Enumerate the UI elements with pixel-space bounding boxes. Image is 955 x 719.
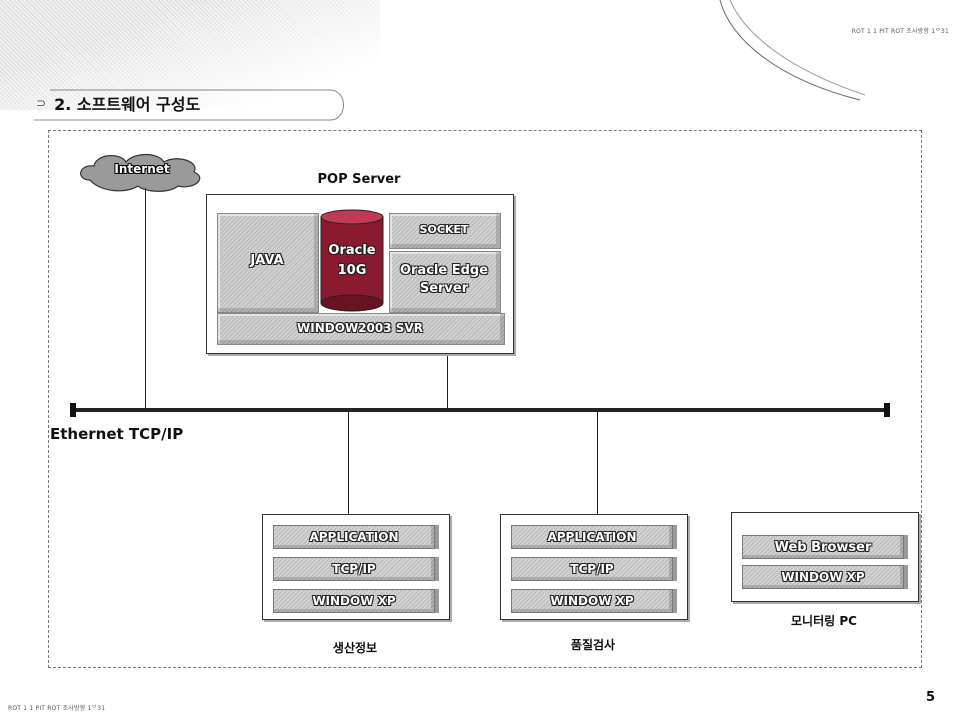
bullet-icon: ⊃ — [36, 96, 47, 110]
footer-tag: ROT 1 1 PIT ROT 조사방향 1ᄋ31 — [8, 705, 106, 712]
slide-title-text: 2. 소프트웨어 구성도 — [54, 95, 201, 114]
socket-label: SOCKET — [419, 223, 469, 236]
os-label: WINDOW2003 SVR — [297, 321, 423, 335]
ethernet-backbone — [72, 408, 890, 412]
oracle-edge-label-1: Oracle Edge — [399, 263, 489, 278]
client-production: APPLICATION TCP/IP WINDOW XP — [262, 514, 450, 620]
title-underline — [34, 89, 344, 121]
header-swoosh — [719, 0, 866, 101]
layer-application: APPLICATION — [273, 525, 435, 549]
oracle-edge-label-2: Server — [419, 281, 469, 296]
client-monitoring-caption: 모니터링 PC — [791, 614, 857, 628]
oracle-database-icon — [320, 209, 384, 312]
internet-label: Internet — [114, 162, 170, 176]
server-link-line — [447, 352, 448, 410]
diagram-frame — [48, 130, 922, 668]
client-quality: APPLICATION TCP/IP WINDOW XP — [500, 514, 688, 620]
oracle-label-2: 10G — [337, 263, 367, 278]
cloud-icon — [80, 153, 201, 192]
java-label: JAVA — [250, 253, 284, 268]
network-label: Ethernet TCP/IP — [50, 425, 184, 443]
backbone-end-left — [70, 403, 76, 417]
layer-tcpip: TCP/IP — [273, 557, 435, 581]
internet-link-line — [145, 188, 146, 410]
backbone-end-right — [884, 403, 890, 417]
client-quality-caption: 품질검사 — [570, 638, 616, 652]
header-texture — [0, 0, 380, 110]
pop-server: JAVA Oracle 10G SOCKET Oracle Edge Serve… — [206, 194, 514, 354]
os-block — [217, 313, 505, 345]
layer-tcpip: TCP/IP — [511, 557, 673, 581]
layer-application: APPLICATION — [511, 525, 673, 549]
oracle-label-1: Oracle — [328, 243, 376, 258]
socket-block — [389, 213, 501, 249]
layer-os: WINDOW XP — [742, 565, 904, 589]
page-number: 5 — [926, 690, 936, 705]
client1-link-line — [348, 412, 349, 514]
client2-link-line — [597, 412, 598, 514]
oracle-edge-block — [389, 251, 501, 313]
client-monitoring: Web Browser WINDOW XP — [731, 512, 919, 602]
client-production-caption: 생산정보 — [332, 641, 378, 655]
header-tag: ROT 1 1 PIT ROT 조사방향 1ᄋ31 — [851, 28, 949, 35]
layer-browser: Web Browser — [742, 535, 904, 559]
slide-title: ⊃ 2. 소프트웨어 구성도 — [36, 88, 200, 118]
layer-os: WINDOW XP — [273, 589, 435, 613]
server-title: POP Server — [317, 172, 401, 187]
java-block — [217, 213, 319, 313]
layer-os: WINDOW XP — [511, 589, 673, 613]
